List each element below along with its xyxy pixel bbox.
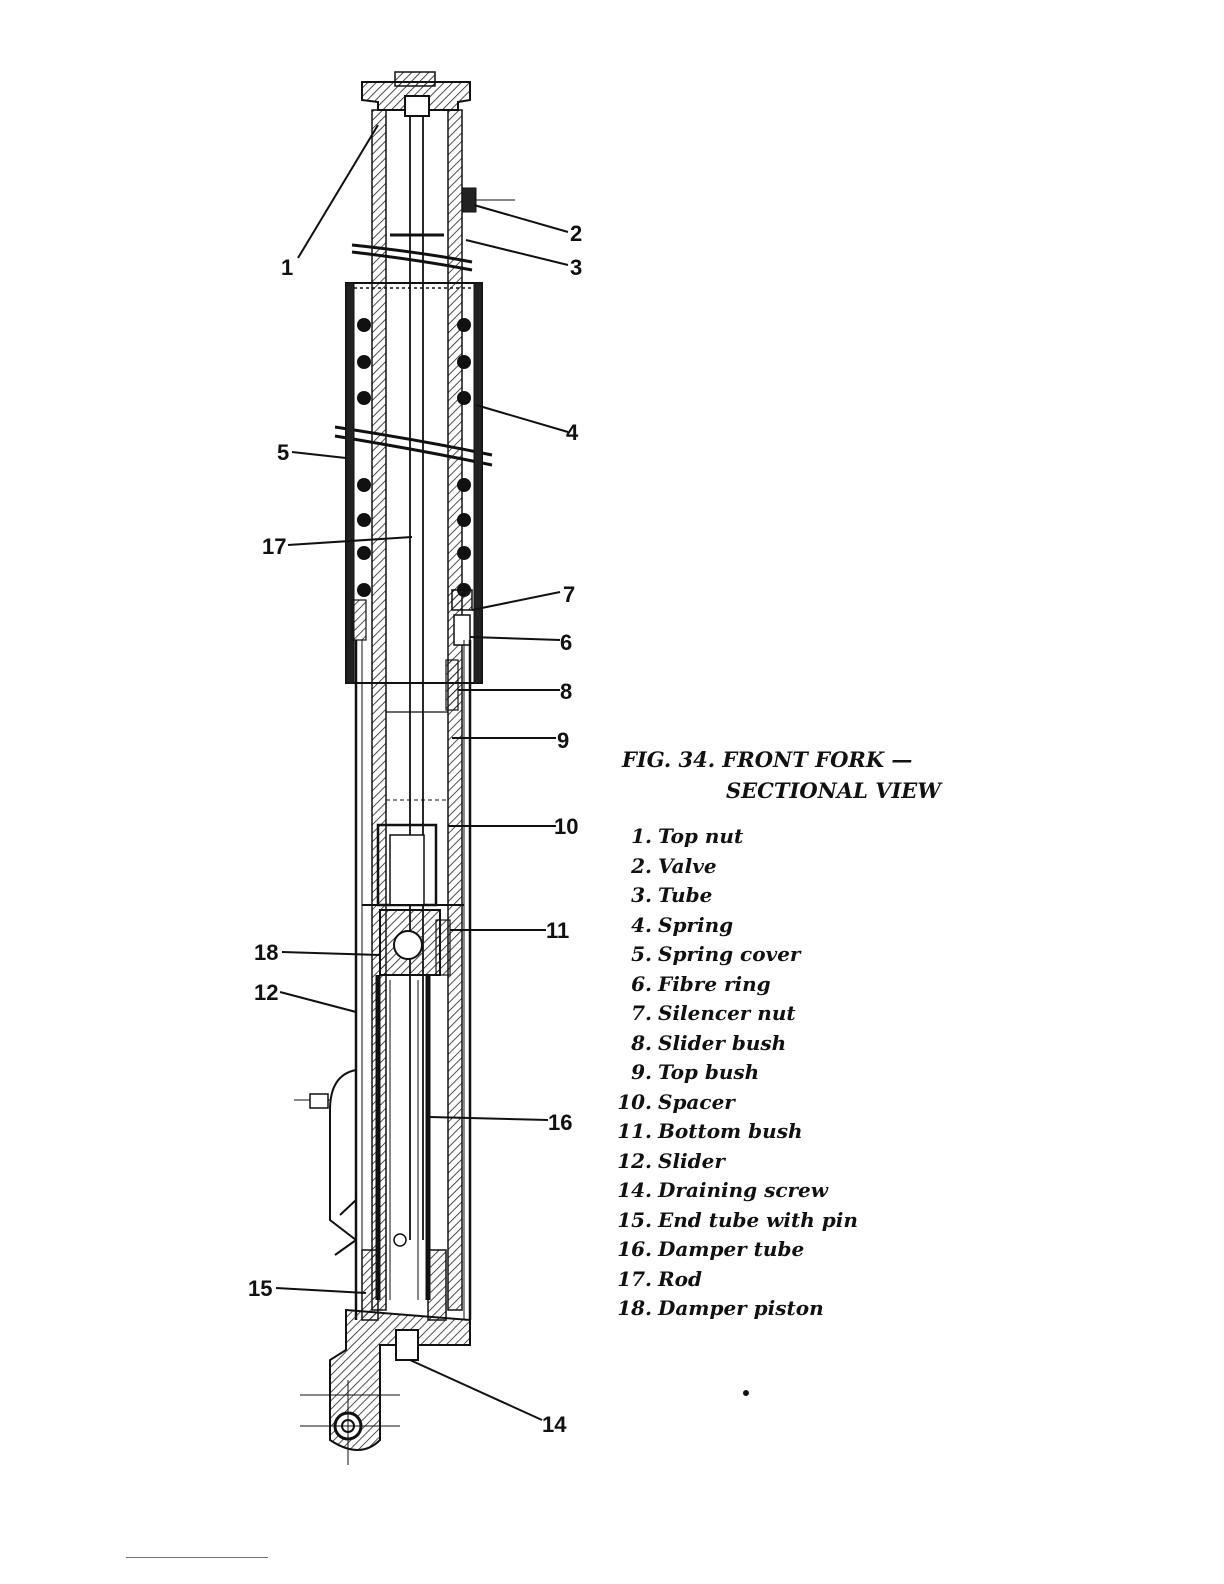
callout-7: 7 [563,582,575,607]
legend-item: 16.Damper tube [614,1235,858,1265]
legend-item: 8.Slider bush [614,1029,858,1059]
legend-item: 12.Slider [614,1147,858,1177]
callout-16: 16 [548,1110,572,1135]
callout-2: 2 [570,221,582,246]
legend-item: 2.Valve [614,852,858,882]
legend-item: 7.Silencer nut [614,999,858,1029]
drain-housing [330,1070,356,1240]
leader-lines [276,125,568,1420]
top-nut-cap [395,72,435,86]
callout-12: 12 [254,980,278,1005]
legend-item: 15.End tube with pin [614,1206,858,1236]
legend-item: 9.Top bush [614,1058,858,1088]
callout-8: 8 [560,679,572,704]
parts-legend: 1.Top nut 2.Valve 3.Tube 4.Spring 5.Spri… [614,822,858,1324]
fibre-ring [454,615,470,645]
caption-line-2: SECTIONAL VIEW [622,775,941,806]
legend-item: 5.Spring cover [614,940,858,970]
draining-screw [396,1330,418,1360]
callout-1: 1 [281,255,293,280]
end-tube [362,1250,378,1320]
callout-numbers: 1 2 3 4 5 17 7 6 8 9 10 11 18 12 16 15 1… [248,221,582,1437]
slider-bush [446,660,458,710]
callout-17: 17 [262,534,286,559]
legend-item: 10.Spacer [614,1088,858,1118]
fork-assembly [294,72,515,1465]
silencer-nut [452,590,472,610]
callout-5: 5 [277,440,289,465]
break-line-middle [335,427,492,465]
legend-item: 4.Spring [614,911,858,941]
callout-11: 11 [546,918,569,943]
legend-item: 14.Draining screw [614,1176,858,1206]
callout-18: 18 [254,940,278,965]
callout-6: 6 [560,630,572,655]
bottom-bush [436,920,450,975]
legend-item: 17.Rod [614,1265,858,1295]
legend-item: 6.Fibre ring [614,970,858,1000]
callout-9: 9 [557,728,569,753]
callout-3: 3 [570,255,582,280]
speck [743,1390,749,1396]
legend-item: 1.Top nut [614,822,858,852]
legend-item: 11.Bottom bush [614,1117,858,1147]
callout-10: 10 [554,814,578,839]
callout-15: 15 [248,1276,272,1301]
callout-4: 4 [566,420,579,445]
figure-caption: FIG. 34. FRONT FORK — SECTIONAL VIEW [622,744,941,806]
legend-item: 3.Tube [614,881,858,911]
caption-line-1: FIG. 34. FRONT FORK — [622,744,941,775]
footnote-rule [126,1557,268,1558]
top-nut-bolt [405,96,429,116]
legend-item: 18.Damper piston [614,1294,858,1324]
valve [462,188,476,212]
callout-14: 14 [542,1412,567,1437]
